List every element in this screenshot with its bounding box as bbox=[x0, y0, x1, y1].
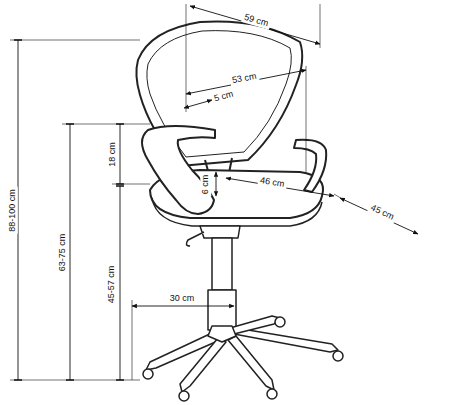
gas-lift-upper bbox=[212, 238, 232, 290]
dimension-label: 30 cm bbox=[168, 293, 197, 304]
caster-wheel bbox=[275, 317, 285, 327]
tick-mark bbox=[66, 379, 74, 381]
dimension-line bbox=[120, 124, 121, 184]
dimension-line bbox=[340, 198, 418, 234]
dimension-line bbox=[120, 186, 121, 380]
caster-wheel bbox=[267, 389, 277, 399]
extension-line bbox=[62, 124, 150, 125]
dimension-line bbox=[190, 6, 320, 44]
tick-mark bbox=[66, 123, 74, 125]
extension-line bbox=[132, 300, 133, 380]
tick-mark bbox=[116, 123, 124, 125]
dimension-label: 63-75 cm bbox=[58, 231, 69, 273]
dimension-label: 6 cm bbox=[200, 172, 211, 196]
dimension-label: 45-57 cm bbox=[107, 263, 118, 305]
caster-wheel bbox=[333, 351, 343, 361]
tick-mark bbox=[14, 39, 22, 41]
dimension-label: 88-100 cm bbox=[7, 187, 18, 234]
extension-line bbox=[10, 380, 140, 381]
gas-lift-cover bbox=[208, 290, 236, 330]
dimension-line bbox=[184, 100, 212, 108]
dimension-line bbox=[216, 172, 217, 196]
tick-mark bbox=[116, 185, 124, 187]
extension-line bbox=[306, 66, 307, 172]
extension-line bbox=[320, 4, 321, 48]
base-leg bbox=[180, 338, 226, 392]
extension-line bbox=[112, 184, 150, 185]
base-leg bbox=[234, 328, 338, 352]
dimension-label: 45 cm bbox=[367, 201, 397, 223]
tick-mark bbox=[14, 379, 22, 381]
armrest-right bbox=[294, 140, 326, 192]
base-leg bbox=[228, 336, 274, 390]
tick-mark bbox=[116, 379, 124, 381]
dimension-label: 18 cm bbox=[106, 140, 117, 169]
dimension-line bbox=[132, 306, 234, 307]
dimension-line bbox=[70, 124, 71, 380]
caster-wheel bbox=[179, 391, 189, 401]
armrest-left bbox=[142, 126, 215, 214]
tick-mark bbox=[116, 183, 124, 185]
base-leg bbox=[230, 316, 280, 334]
extension-line bbox=[186, 4, 187, 112]
extension-line bbox=[10, 40, 140, 41]
dimension-line bbox=[186, 70, 306, 94]
caster-wheel bbox=[143, 369, 153, 379]
extension-line bbox=[334, 194, 344, 200]
base-hub bbox=[208, 326, 236, 342]
